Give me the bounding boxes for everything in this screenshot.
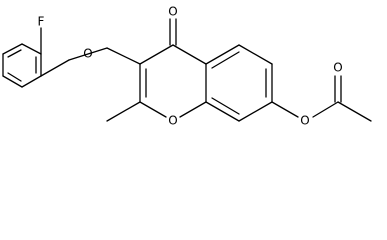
bond (2, 75, 23, 88)
bond (211, 97, 240, 115)
bond (179, 101, 207, 118)
bond (106, 47, 141, 65)
bond (2, 43, 23, 55)
chemical-structure: F O O O O O (2, 5, 372, 128)
bond (172, 44, 207, 65)
bond (139, 101, 167, 118)
bond (312, 101, 339, 118)
bond (68, 47, 108, 61)
carbonyl-oxygen-atom-label: O (168, 5, 177, 19)
bond (40, 59, 70, 77)
ester-oxygen-atom-label: O (300, 114, 309, 128)
fluorophenyl-ring (2, 43, 42, 88)
bond (337, 101, 372, 122)
bond (7, 49, 22, 58)
bond (205, 101, 240, 122)
bond (106, 101, 141, 122)
bond (271, 101, 299, 118)
acetyl-oxygen-atom-label: O (333, 61, 342, 75)
bond (238, 101, 273, 122)
benzo-ring (205, 44, 273, 122)
bond (7, 72, 22, 82)
bond (238, 44, 273, 65)
bond (139, 44, 174, 65)
bond (21, 43, 42, 55)
bond (205, 44, 240, 65)
pyranone-ring (139, 44, 207, 118)
bond (211, 51, 240, 69)
fluorine-atom-label: F (38, 15, 45, 29)
ring-oxygen-atom-label: O (168, 114, 177, 128)
ether-oxygen-atom-label: O (83, 47, 92, 61)
bond (21, 75, 42, 88)
